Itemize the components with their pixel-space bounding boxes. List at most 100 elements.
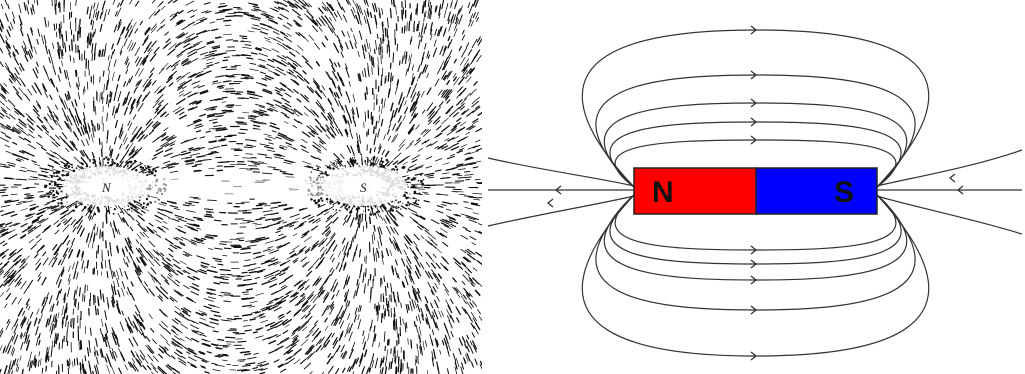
- iron-filing: [107, 55, 110, 61]
- iron-filing: [61, 132, 68, 140]
- iron-filing: [179, 241, 186, 245]
- iron-filing: [300, 256, 307, 262]
- iron-filing: [263, 213, 274, 216]
- iron-filing: [430, 33, 433, 41]
- iron-filing: [410, 36, 413, 42]
- iron-filing: [314, 320, 318, 325]
- iron-filing: [181, 71, 191, 78]
- iron-filing: [382, 21, 384, 27]
- iron-filing: [312, 141, 321, 148]
- iron-filing: [240, 369, 251, 372]
- iron-filing: [380, 37, 382, 45]
- iron-filing: [103, 14, 107, 22]
- iron-filing: [430, 11, 433, 20]
- iron-filing: [72, 262, 75, 270]
- iron-filing: [465, 291, 470, 297]
- iron-filing: [320, 112, 328, 121]
- iron-filing: [475, 251, 482, 257]
- iron-filing: [259, 143, 270, 147]
- iron-filing: [392, 133, 399, 143]
- iron-filing: [463, 299, 467, 305]
- iron-filing: [318, 17, 326, 26]
- iron-filing: [207, 199, 217, 202]
- iron-filing: [48, 256, 55, 266]
- iron-filing: [266, 326, 276, 332]
- iron-filing: [335, 289, 340, 297]
- iron-filing: [188, 204, 195, 206]
- iron-filing: [246, 90, 255, 93]
- iron-filing: [464, 343, 468, 349]
- iron-filing: [17, 366, 20, 373]
- iron-filing: [208, 140, 217, 143]
- iron-filing: [368, 43, 372, 52]
- iron-filing: [264, 274, 275, 280]
- iron-filing: [138, 169, 147, 174]
- iron-filing: [364, 9, 368, 19]
- iron-filing: [441, 64, 446, 71]
- iron-filing: [165, 162, 176, 166]
- iron-filing: [462, 256, 470, 263]
- iron-filing: [469, 316, 474, 323]
- iron-filing: [126, 290, 129, 296]
- iron-filing: [184, 38, 193, 44]
- iron-filing: [11, 75, 17, 82]
- iron-filing: [40, 146, 47, 151]
- iron-filing: [181, 37, 191, 44]
- iron-filing: [222, 353, 228, 356]
- iron-filing: [410, 339, 413, 349]
- iron-filing: [206, 64, 214, 67]
- iron-filing: [218, 9, 230, 12]
- iron-filing: [66, 94, 70, 101]
- iron-filing: [335, 262, 340, 270]
- iron-filing: [214, 364, 225, 367]
- iron-filing: [450, 15, 454, 22]
- iron-filing: [206, 211, 212, 213]
- iron-filing: [293, 292, 300, 298]
- iron-filing: [401, 281, 405, 288]
- iron-filing: [2, 345, 6, 352]
- iron-filing: [326, 214, 333, 220]
- iron-filing: [425, 128, 429, 133]
- iron-filing: [304, 236, 312, 242]
- iron-filing: [402, 318, 404, 325]
- iron-filing: [131, 126, 138, 135]
- iron-filing: [462, 62, 469, 72]
- iron-filing: [429, 334, 432, 340]
- iron-filing: [312, 240, 320, 247]
- iron-filing: [281, 97, 290, 104]
- iron-filing: [364, 92, 367, 100]
- iron-filing: [351, 109, 355, 119]
- iron-filing: [436, 193, 442, 195]
- iron-filing: [148, 48, 153, 55]
- iron-filing: [44, 16, 47, 28]
- iron-filing: [275, 322, 285, 328]
- iron-filing: [331, 81, 337, 89]
- iron-filing: [282, 104, 291, 110]
- iron-filing: [142, 170, 152, 174]
- iron-filing: [426, 72, 429, 79]
- iron-filing: [140, 210, 146, 214]
- iron-filing: [185, 218, 195, 222]
- iron-filing: [164, 210, 172, 213]
- iron-filing: [79, 367, 82, 374]
- iron-filing: [72, 308, 75, 315]
- iron-filing: [437, 89, 443, 96]
- iron-filing: [27, 226, 37, 232]
- iron-filing: [167, 274, 172, 278]
- iron-filing: [110, 283, 113, 291]
- iron-filing: [386, 349, 388, 360]
- iron-filing: [411, 159, 418, 163]
- iron-filing: [20, 28, 24, 37]
- iron-filing: [38, 206, 48, 212]
- iron-filing: [362, 336, 365, 345]
- iron-filing: [426, 87, 432, 96]
- iron-filing: [461, 108, 470, 116]
- iron-filing: [352, 0, 355, 4]
- iron-filing: [205, 10, 212, 14]
- iron-filing: [442, 201, 453, 205]
- iron-filing: [84, 355, 87, 362]
- iron-filing: [140, 328, 145, 335]
- iron-filing: [307, 316, 313, 322]
- iron-filing: [290, 108, 296, 113]
- iron-filing: [448, 90, 453, 96]
